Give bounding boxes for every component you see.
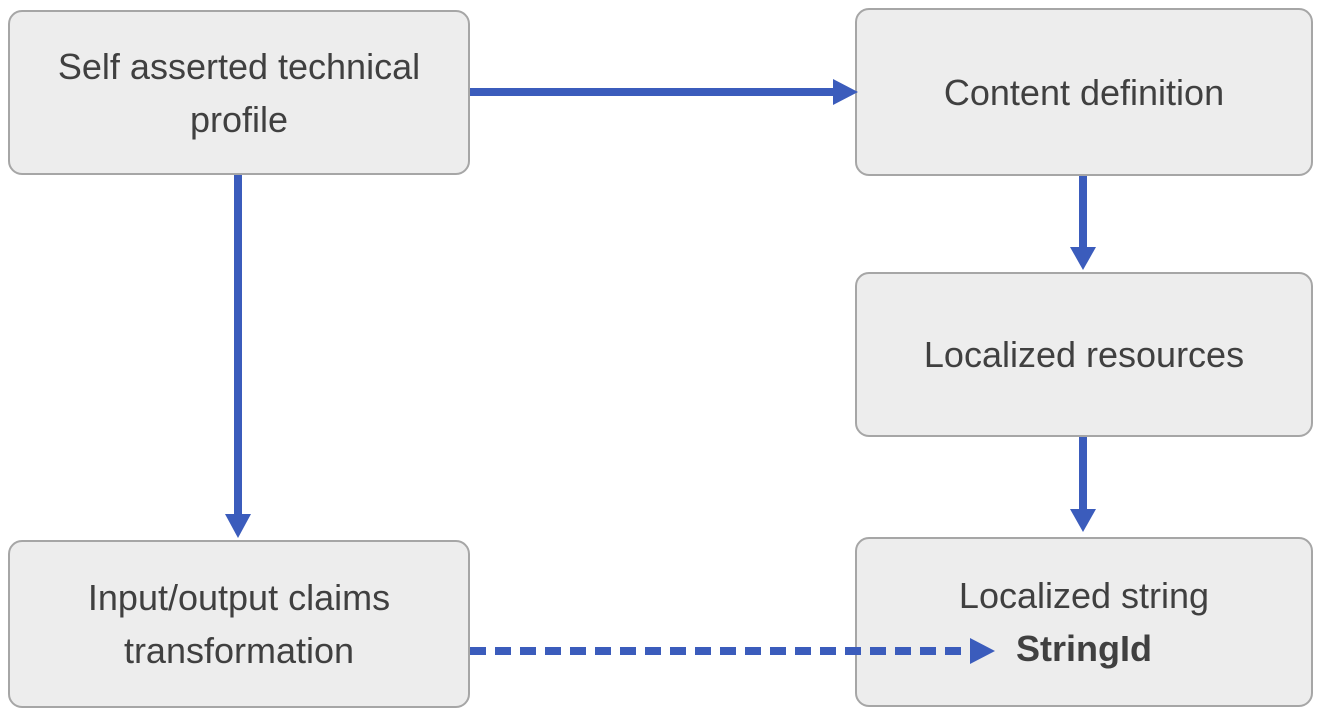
edge-localized-resources-to-localized-string <box>1070 437 1096 532</box>
edge-self-asserted-to-claims-transformation <box>225 175 251 538</box>
node-label-line: profile <box>189 98 289 140</box>
node-label-line: Input/output claims <box>87 577 391 618</box>
node-label-line: transformation <box>123 630 355 671</box>
node-label-line: Localized resources <box>923 334 1245 375</box>
node-self-asserted-technical-profile: Self asserted technical profile <box>8 10 470 175</box>
node-label-line: Self asserted technical <box>57 45 421 87</box>
node-localized-string: Localized string StringId <box>855 537 1313 707</box>
node-label-line: Content definition <box>943 71 1225 113</box>
edge-self-asserted-to-content-definition <box>470 79 858 105</box>
node-content-definition: Content definition <box>855 8 1313 176</box>
node-label-line: Localized string <box>958 575 1210 616</box>
node-label-stringid: StringId <box>1016 628 1152 669</box>
node-input-output-claims-transformation: Input/output claims transformation <box>8 540 470 708</box>
node-localized-resources: Localized resources <box>855 272 1313 437</box>
edge-content-definition-to-localized-resources <box>1070 176 1096 270</box>
